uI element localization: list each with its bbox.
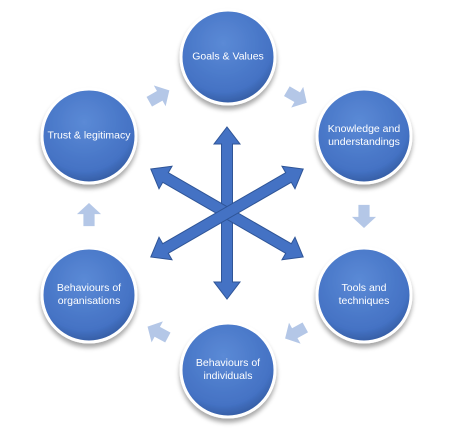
cycle-arrows (74, 84, 379, 346)
cycle-arrow-trust-to-goals-values (145, 84, 171, 109)
node-knowledge (315, 87, 413, 185)
cycle-arrow-knowledge-to-tools (349, 204, 379, 230)
cycle-arrow-behaviours-individuals-to-behaviours-organisations (146, 319, 172, 345)
node-trust (40, 87, 138, 185)
center-arrow-diagonal-up (150, 165, 304, 261)
node-goals-values (179, 8, 277, 106)
cycle-arrow-tools-to-behaviours-individuals (284, 320, 310, 346)
cycle-arrow-behaviours-organisations-to-trust (74, 201, 104, 227)
diagram-nodes (40, 8, 413, 419)
center-connector-arrows (150, 126, 304, 300)
cycle-arrow-goals-values-to-knowledge (282, 84, 308, 109)
node-behaviours-individuals (179, 321, 277, 419)
node-behaviours-organisations (40, 246, 138, 344)
node-tools (315, 246, 413, 344)
